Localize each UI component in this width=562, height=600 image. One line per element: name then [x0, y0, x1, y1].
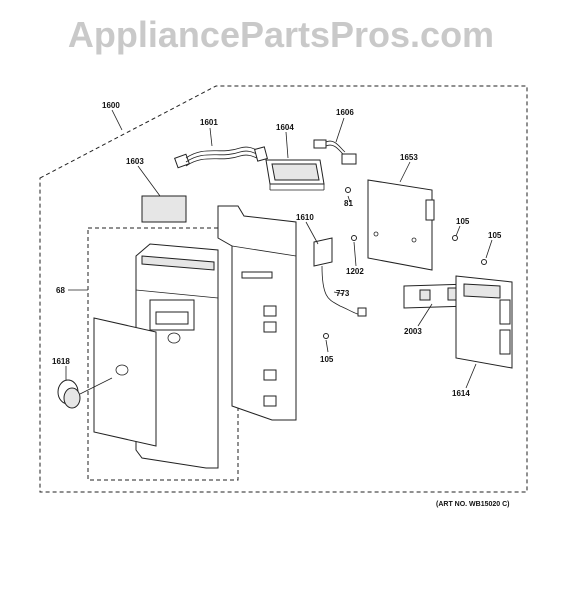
part-1653-control-board — [367, 179, 435, 271]
part-frame-bracket — [217, 205, 297, 421]
label-81: 81 — [344, 199, 353, 208]
label-1202: 1202 — [346, 267, 364, 276]
label-773: 773 — [336, 289, 350, 298]
screw-81 — [345, 187, 351, 193]
label-1600: 1600 — [102, 101, 120, 110]
part-1601-harness — [174, 146, 268, 169]
screw-1202 — [351, 235, 357, 241]
label-2003: 2003 — [404, 327, 422, 336]
screw-105-right — [481, 259, 487, 265]
label-1604: 1604 — [276, 123, 294, 132]
label-1603: 1603 — [126, 157, 144, 166]
part-door-overlay — [93, 317, 181, 447]
label-105-upper: 105 — [456, 217, 470, 226]
leader-lines — [65, 109, 493, 389]
label-1601: 1601 — [200, 118, 218, 127]
label-1614: 1614 — [452, 389, 470, 398]
screw-105-lower — [323, 333, 329, 339]
label-1610: 1610 — [296, 213, 314, 222]
label-105-right: 105 — [488, 231, 502, 240]
label-68: 68 — [56, 286, 65, 295]
part-1618-knob — [57, 377, 113, 409]
label-1606: 1606 — [336, 108, 354, 117]
screw-105-upper — [452, 235, 458, 241]
label-1653: 1653 — [400, 153, 418, 162]
part-1604-display — [265, 159, 325, 191]
part-1603-pad — [141, 195, 187, 223]
art-number: (ART NO. WB15020 C) — [436, 501, 510, 508]
label-1618: 1618 — [52, 357, 70, 366]
watermark-text: AppliancePartsPros.com — [67, 14, 495, 55]
callout-labels: 1600 1601 1604 1606 1603 1653 81 1610 10… — [52, 101, 502, 398]
part-1614-power-board — [455, 275, 513, 369]
part-1610-sensor — [313, 237, 367, 317]
part-1606-ribbon — [313, 139, 357, 165]
label-105-lower: 105 — [320, 355, 334, 364]
